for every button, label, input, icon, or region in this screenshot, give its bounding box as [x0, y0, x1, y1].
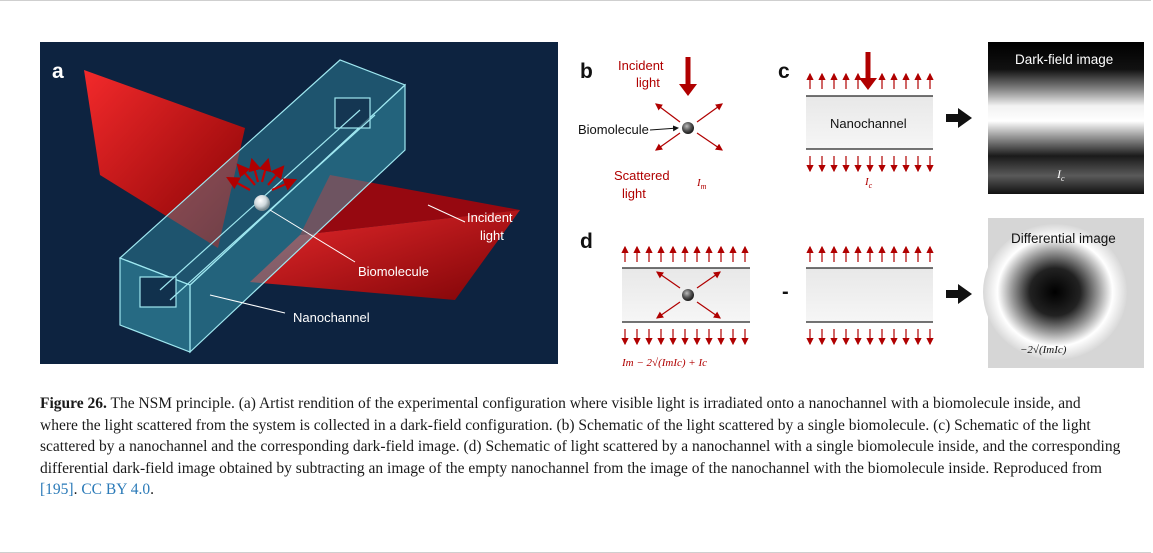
- caption-ref-link[interactable]: [195]: [40, 481, 74, 498]
- panel-b-label: b: [580, 60, 593, 83]
- caption-label: Figure 26.: [40, 395, 107, 412]
- panel-c-channel: [806, 96, 933, 149]
- panel-d-right-channel: [806, 268, 933, 322]
- incident-light-plane-right: [250, 210, 520, 300]
- incident-light-plane-left: [84, 70, 245, 248]
- differential-title: Differential image: [1011, 231, 1116, 246]
- figure-caption: Figure 26. The NSM principle. (a) Artist…: [40, 393, 1122, 501]
- panel-a-nanochannel-label: Nanochannel: [293, 310, 370, 325]
- incident-light-plane-mid: [300, 175, 520, 235]
- panel-b-incident-line2: light: [636, 75, 660, 90]
- panel-d-formula: Im − 2√(ImIc) + Ic: [621, 357, 707, 369]
- panel-b-biomolecule: [682, 122, 694, 134]
- panel-a-biomolecule-label: Biomolecule: [358, 264, 429, 279]
- figure-graphic: a Incident light Biomolecule Nanochannel…: [40, 42, 1144, 369]
- panel-d-label: d: [580, 230, 593, 253]
- panel-d-arrow-head: [958, 284, 972, 304]
- panel-a-incident-line2: light: [480, 228, 504, 243]
- panel-c-intensity: Ic: [864, 176, 873, 190]
- panel-b-incident-line1: Incident: [618, 58, 664, 73]
- biomolecule-sphere: [254, 195, 270, 211]
- caption-text: The NSM principle. (a) Artist rendition …: [40, 395, 1121, 477]
- leader-biomolecule: [269, 209, 356, 263]
- panel-c-label: c: [778, 60, 790, 83]
- differential-formula: −2√(ImIc): [1020, 344, 1067, 356]
- panel-d-biomolecule: [682, 289, 694, 301]
- incident-arrow-head: [679, 84, 697, 96]
- panel-b-biomolecule-label: Biomolecule: [578, 122, 649, 137]
- scattered-rays: [226, 157, 298, 192]
- differential-image: [983, 224, 1127, 360]
- panel-c-bottom-arrows: [806, 156, 934, 173]
- leader-nanochannel: [209, 294, 286, 314]
- panel-a-incident-line1: Incident: [467, 210, 513, 225]
- panel-b-scatter-arrows: [655, 103, 723, 151]
- panel-a-label: a: [52, 60, 64, 83]
- dark-field-title: Dark-field image: [1015, 52, 1113, 67]
- panel-d-minus: -: [782, 281, 789, 303]
- panel-d: d: [580, 218, 1144, 369]
- dark-field-intensity: Ic: [1056, 167, 1065, 183]
- panel-b: b Incident light Biomolecule Scattered l…: [578, 57, 723, 201]
- panel-d-right-bottom-arrows: [806, 329, 934, 346]
- nanochannel-3d: [118, 59, 407, 354]
- caption-license-link[interactable]: CC BY 4.0: [81, 481, 151, 498]
- panel-c-arrow-head: [958, 108, 972, 128]
- panel-c-nanochannel-label: Nanochannel: [830, 116, 907, 131]
- panel-b-scattered-line2: light: [622, 186, 646, 201]
- panel-c-top-arrows: [806, 72, 934, 89]
- panel-b-intensity: Im: [696, 177, 707, 191]
- leader-incident-light: [427, 204, 466, 223]
- panel-c: c Nanochannel: [778, 42, 1144, 194]
- panel-c-arrow-shaft: [946, 114, 960, 122]
- panel-d-scatter-arrows: [656, 271, 721, 319]
- panel-d-right-top-arrows: [806, 245, 934, 262]
- panel-c-incident-head: [859, 78, 877, 90]
- panel-d-arrow-shaft: [946, 290, 960, 298]
- panel-b-pointer: [649, 125, 679, 132]
- panel-d-left-bottom-arrows: [621, 329, 749, 346]
- caption-sep: .: [73, 481, 82, 498]
- panel-b-scattered-line1: Scattered: [614, 168, 670, 183]
- dark-field-image: [988, 42, 1144, 194]
- caption-end: .: [150, 481, 154, 498]
- panel-a: a Incident light Biomolecule Nanochannel: [40, 42, 558, 364]
- panel-d-left-top-arrows: [621, 245, 749, 262]
